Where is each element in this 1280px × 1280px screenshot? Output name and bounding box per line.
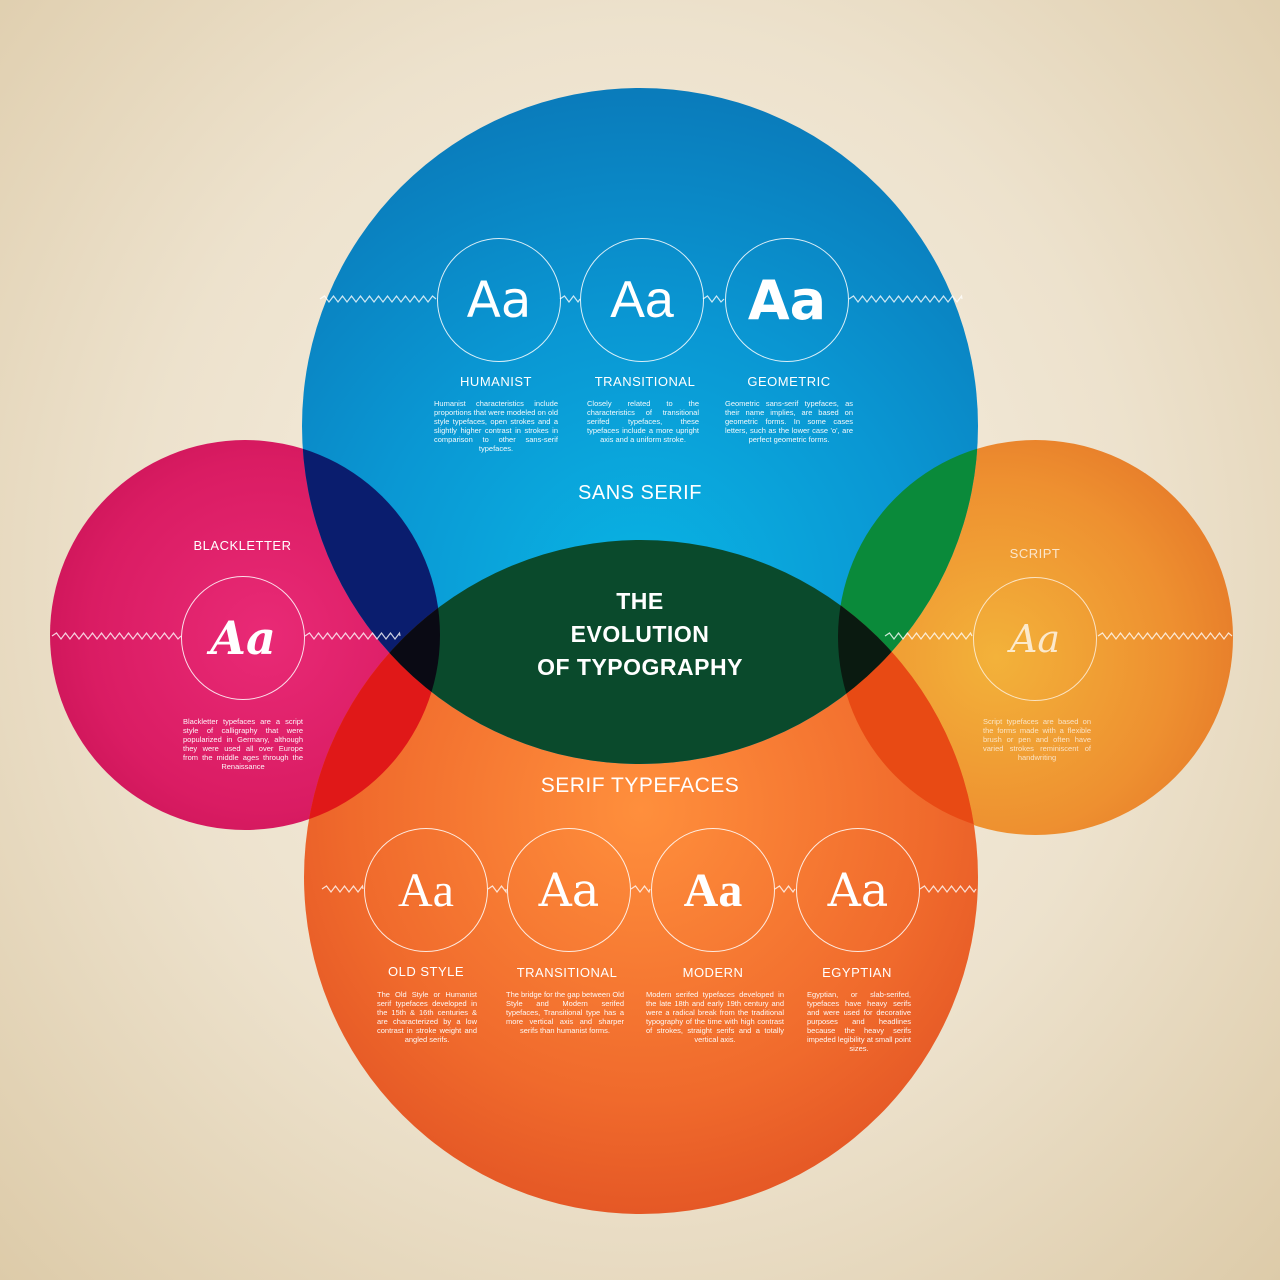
old-style-glyph-icon: Aa — [364, 828, 488, 952]
modern-label: MODERN — [682, 965, 744, 980]
egyptian-description: Egyptian, or slab-serifed, typefaces hav… — [807, 990, 911, 1053]
egyptian-label: EGYPTIAN — [822, 965, 892, 980]
blackletter-label: BLACKLETTER — [193, 538, 292, 553]
overlap-serif-blackletter — [304, 540, 440, 830]
old-style-description: The Old Style or Humanist serif typeface… — [377, 990, 477, 1044]
geometric-label: GEOMETRIC — [747, 374, 831, 389]
page-title: THE EVOLUTION OF TYPOGRAPHY — [500, 585, 780, 684]
sans-serif-heading: SANS SERIF — [578, 482, 702, 504]
transitional-sans-description: Closely related to the characteristics o… — [587, 399, 699, 444]
transitional-serif-label: TRANSITIONAL — [516, 965, 618, 980]
old-style-label: OLD STYLE — [387, 964, 465, 979]
humanist-glyph-icon: Aa — [437, 238, 561, 362]
geometric-glyph-icon: Aa — [725, 238, 849, 362]
script-label: SCRIPT — [1009, 546, 1061, 561]
center-overlap — [304, 540, 978, 764]
humanist-label: HUMANIST — [460, 374, 532, 389]
serif-heading: SERIF TYPEFACES — [540, 774, 740, 797]
egyptian-glyph-icon: Aa — [796, 828, 920, 952]
blackletter-glyph-icon: Aa — [181, 576, 305, 700]
modern-glyph-icon: Aa — [651, 828, 775, 952]
title-line-2: EVOLUTION — [570, 621, 710, 647]
script-glyph-icon: Aa — [973, 577, 1097, 701]
zigzag-lines — [51, 294, 1233, 894]
script-description: Script typefaces are based on the forms … — [983, 717, 1091, 762]
transitional-sans-glyph-icon: Aa — [580, 238, 704, 362]
modern-description: Modern serifed typefaces developed in th… — [646, 990, 784, 1044]
transitional-serif-glyph-icon: Aa — [507, 828, 631, 952]
geometric-description: Geometric sans-serif typefaces, as their… — [725, 399, 853, 444]
overlap-serif-script — [838, 540, 978, 834]
title-line-3: OF TYPOGRAPHY — [537, 654, 743, 680]
transitional-serif-description: The bridge for the gap between Old Style… — [506, 990, 624, 1035]
blackletter-description: Blackletter typefaces are a script style… — [183, 717, 303, 771]
transitional-sans-label: TRANSITIONAL — [594, 374, 696, 389]
humanist-description: Humanist characteristics include proport… — [434, 399, 558, 453]
title-line-1: THE — [616, 588, 664, 614]
